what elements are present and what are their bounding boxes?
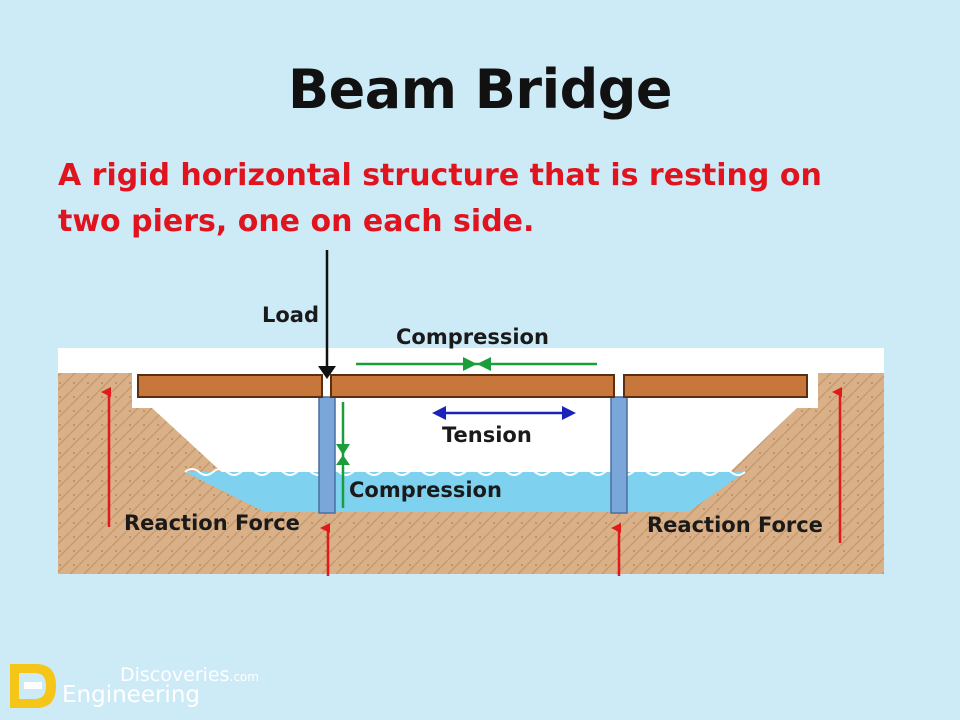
brand-logo: Discoveries.com Engineering xyxy=(8,660,268,715)
deck-center xyxy=(330,374,615,398)
pier-right xyxy=(610,396,628,514)
deck-right xyxy=(623,374,808,398)
tension-arrowhead-left xyxy=(432,406,446,420)
brand-bottom-text: Engineering xyxy=(62,682,200,708)
reaction-right-label: Reaction Force xyxy=(647,513,823,537)
compression-pier-arrowhead-down xyxy=(336,444,350,455)
compression-arrowhead-left xyxy=(463,357,477,371)
compression-top-label: Compression xyxy=(396,325,549,349)
page-title: Beam Bridge xyxy=(287,58,673,121)
tension-label: Tension xyxy=(442,423,532,447)
pier-left xyxy=(318,396,336,514)
load-label: Load xyxy=(262,303,319,327)
engineering-discoveries-logo-icon xyxy=(10,664,56,708)
beam-bridge-diagram: Load Compression Tension Compression Rea… xyxy=(58,250,884,576)
ground-bottom xyxy=(58,512,884,574)
water-waves xyxy=(184,468,746,476)
compression-pier-arrowhead-up xyxy=(336,455,350,465)
load-arrowhead xyxy=(318,366,336,379)
brand-top-text: Discoveries.com xyxy=(120,664,259,686)
tension-arrowhead-right xyxy=(562,406,576,420)
compression-pier-label: Compression xyxy=(349,478,502,502)
compression-arrowhead-right xyxy=(477,357,491,371)
reaction-left-label: Reaction Force xyxy=(124,511,300,535)
deck-left xyxy=(137,374,323,398)
description-text: A rigid horizontal structure that is res… xyxy=(58,158,822,239)
